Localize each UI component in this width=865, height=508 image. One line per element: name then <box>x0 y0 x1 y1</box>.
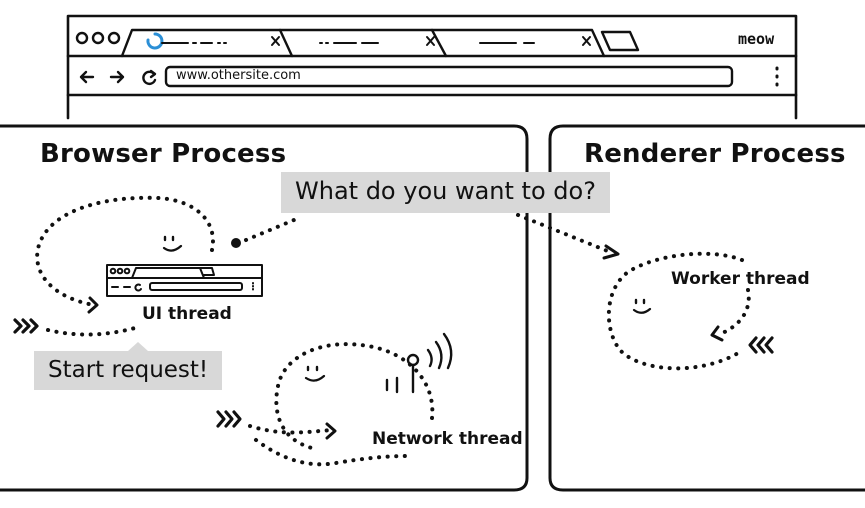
network-thread-figure <box>216 332 453 467</box>
tab-close-icon[interactable] <box>582 36 591 46</box>
tab-strip <box>120 28 640 58</box>
arrow-head-icon <box>87 296 99 314</box>
address-bar[interactable] <box>164 65 734 88</box>
worker-thread-label: Worker thread <box>671 269 810 289</box>
loading-spinner-icon <box>146 32 164 50</box>
renderer-process-panel <box>548 124 865 492</box>
antenna-icon <box>385 332 453 394</box>
motion-marks-icon <box>748 336 774 354</box>
reload-icon[interactable] <box>142 69 157 86</box>
forward-icon[interactable] <box>109 70 125 84</box>
url-text: www.othersite.com <box>176 68 301 83</box>
tab-1[interactable] <box>146 32 280 50</box>
browser-window <box>66 14 798 120</box>
motion-marks-icon <box>13 318 39 334</box>
arrow-head-icon <box>325 422 337 440</box>
tab-close-icon[interactable] <box>426 36 435 46</box>
tab-2[interactable] <box>319 36 435 46</box>
start-request-bubble: Start request! <box>34 351 223 391</box>
mini-browser-icon <box>106 264 263 297</box>
worker-thread-figure <box>606 251 774 371</box>
question-arrow-right <box>516 213 612 254</box>
ui-thread-figure <box>13 195 263 337</box>
browser-process-title: Browser Process <box>40 139 287 169</box>
new-tab-icon[interactable] <box>600 30 640 52</box>
network-thread-label: Network thread <box>372 429 523 449</box>
ui-thread-label: UI thread <box>142 304 232 324</box>
tab-close-icon[interactable] <box>271 36 280 46</box>
message-origin-dot <box>231 238 241 248</box>
window-controls-icon <box>75 31 121 45</box>
arrow-head-icon <box>710 325 724 342</box>
back-icon[interactable] <box>79 70 95 84</box>
motion-marks-icon <box>216 410 242 428</box>
renderer-process-title: Renderer Process <box>584 139 846 169</box>
arrow-head-icon <box>602 244 620 260</box>
tab-3[interactable] <box>479 36 591 46</box>
bubble-tail <box>128 342 148 351</box>
question-bubble: What do you want to do? <box>281 172 610 213</box>
browser-process-panel <box>0 124 529 492</box>
question-arrow-left <box>244 218 296 242</box>
window-label: meow <box>738 30 775 48</box>
